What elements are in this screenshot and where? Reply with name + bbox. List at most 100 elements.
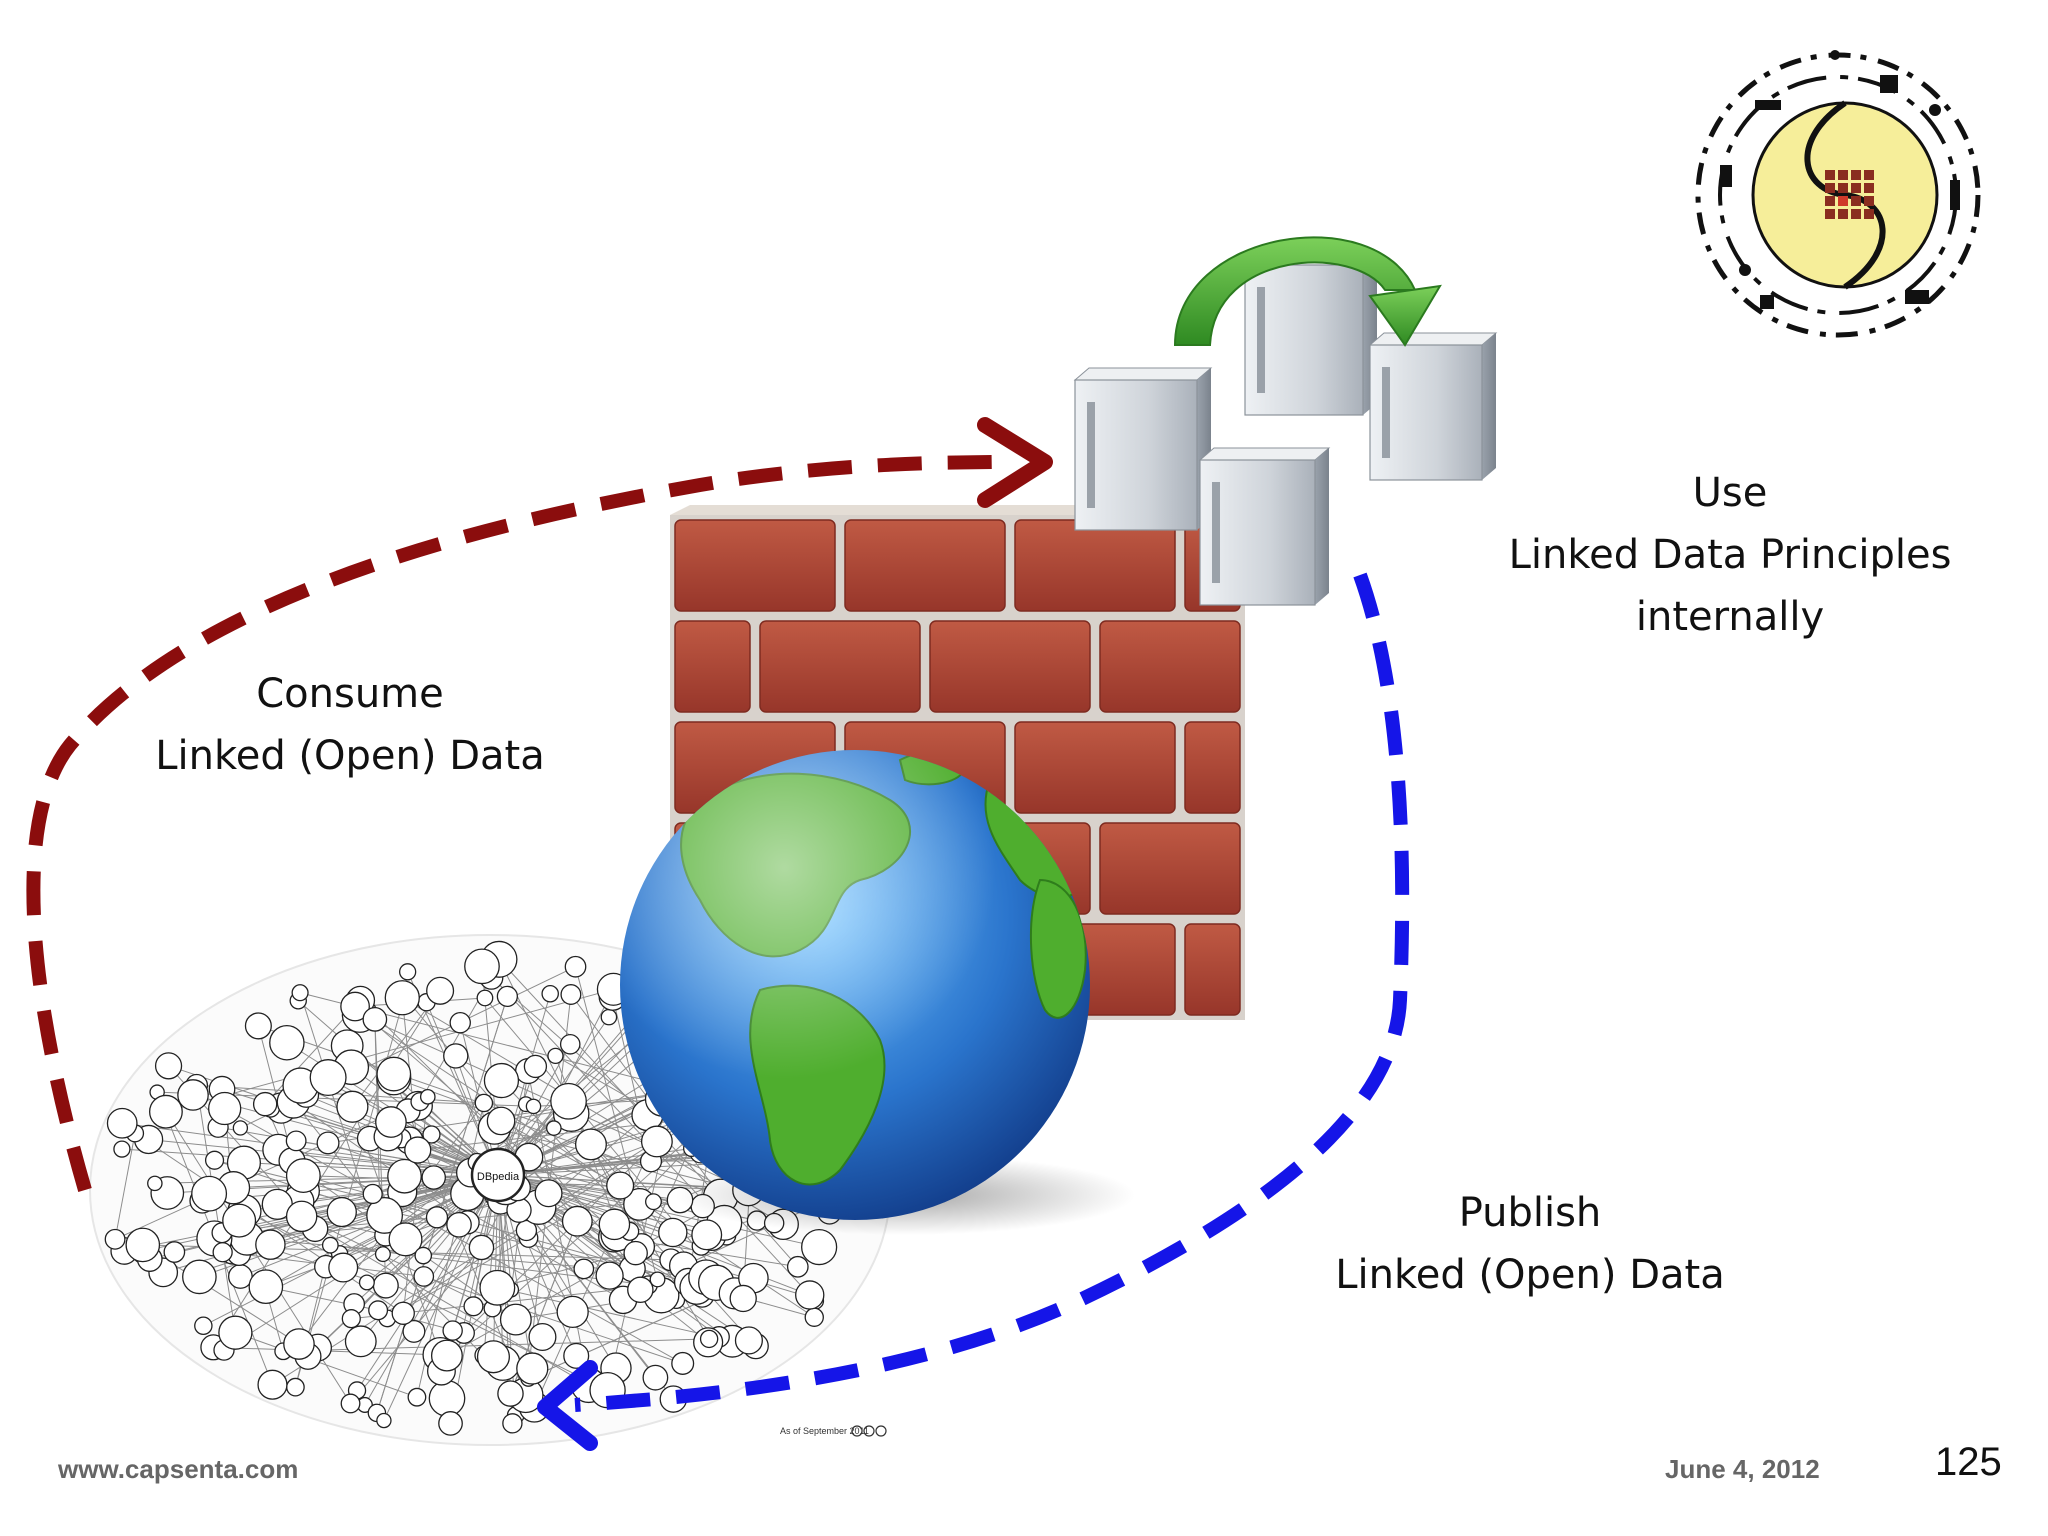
cloud-node: [402, 1319, 426, 1343]
cloud-node: [340, 991, 370, 1022]
label-use-internally: Use Linked Data Principles internally: [1470, 462, 1990, 648]
cloud-node: [257, 1369, 288, 1400]
brick: [674, 620, 751, 713]
cloud-node: [468, 1234, 495, 1261]
cloud-node: [154, 1052, 183, 1080]
cloud-node: [218, 1315, 253, 1350]
cloud-node: [595, 1261, 624, 1290]
cloud-node: [358, 1274, 375, 1291]
cloud-node: [340, 1393, 361, 1414]
cloud-node: [425, 1206, 449, 1229]
server-icon: [1073, 367, 1213, 531]
capsenta-logo: [1695, 50, 1981, 338]
cloud-node: [375, 1106, 407, 1138]
cloud-node: [534, 1179, 563, 1208]
cloud-node: [285, 1200, 318, 1233]
cloud-node: [563, 1342, 590, 1369]
footer-date: June 4, 2012: [1665, 1454, 1820, 1484]
brick: [759, 620, 921, 713]
logo-square: [1838, 170, 1848, 180]
cloud-node: [627, 1276, 654, 1304]
cloud-node: [671, 1351, 695, 1375]
cloud-node: [321, 1236, 339, 1254]
cloud-node: [541, 984, 559, 1003]
cloud-node: [573, 1258, 595, 1280]
cloud-node: [407, 1387, 427, 1407]
cloud-node: [550, 1082, 587, 1120]
cloud-node: [388, 1222, 423, 1257]
cloud-node: [106, 1107, 138, 1139]
cloud-node: [640, 1125, 673, 1158]
cloud-node: [208, 1091, 242, 1126]
cloud-node: [699, 1329, 719, 1349]
cloud-node: [194, 1316, 213, 1336]
cloud-node: [366, 1197, 404, 1234]
logo-square: [1864, 196, 1874, 206]
cloud-node: [795, 1280, 825, 1310]
cloud-node: [291, 984, 309, 1002]
cloud-center-node: DBpedia: [477, 1171, 520, 1183]
brick: [1014, 519, 1176, 612]
cloud-node: [546, 1120, 562, 1136]
cloud-node: [442, 1320, 463, 1341]
cloud-node: [182, 1259, 217, 1295]
publish-arrow: [537, 572, 1410, 1451]
logo-square: [1825, 196, 1835, 206]
cloud-node: [502, 1413, 523, 1434]
brick: [674, 519, 836, 612]
cloud-node: [443, 1043, 469, 1069]
label-use-line2: Linked Data Principles: [1508, 532, 1952, 578]
label-publish: Publish Linked (Open) Data: [1290, 1182, 1770, 1306]
cloud-node: [413, 1266, 435, 1287]
logo-square: [1851, 196, 1861, 206]
cloud-node: [376, 1412, 392, 1429]
label-consume-line2: Linked (Open) Data: [155, 733, 545, 779]
cloud-node: [362, 1183, 383, 1205]
server-icon: [1243, 252, 1379, 416]
cloud-node: [691, 1219, 723, 1251]
server-icon: [1368, 332, 1498, 481]
cloud-node: [559, 1033, 581, 1055]
label-use-line1: Use: [1692, 470, 1768, 516]
globe-icon: [620, 750, 1135, 1235]
brick: [1099, 822, 1241, 915]
cloud-node: [446, 1211, 472, 1238]
cloud-node: [362, 1007, 388, 1032]
cloud-node: [464, 948, 500, 985]
cloud-node: [419, 1088, 436, 1105]
cloud-node: [309, 1059, 347, 1097]
label-publish-line2: Linked (Open) Data: [1335, 1252, 1725, 1298]
cloud-node: [228, 1264, 253, 1289]
cloud-node: [523, 1054, 548, 1079]
sync-arrow-icon: [1173, 236, 1442, 347]
logo-square: [1851, 209, 1861, 219]
cloud-node: [286, 1377, 305, 1397]
cloud-node: [316, 1131, 340, 1155]
cloud-node: [283, 1328, 315, 1360]
cloud-node: [104, 1228, 126, 1250]
cloud-node: [387, 1158, 422, 1194]
cloud-node: [476, 1340, 510, 1374]
cloud-node: [212, 1242, 233, 1263]
cloud-node: [528, 1322, 557, 1351]
cloud-node: [422, 1125, 441, 1144]
license-icon: [851, 1425, 887, 1437]
cloud-node: [125, 1227, 161, 1263]
logo-square: [1864, 183, 1874, 193]
consume-arrow: [26, 417, 1053, 1192]
cloud-node: [391, 1301, 415, 1325]
footer-url[interactable]: www.capsenta.com: [58, 1454, 299, 1484]
cloud-node: [561, 1205, 593, 1237]
cloud-node: [244, 1012, 272, 1040]
cloud-node: [163, 1241, 186, 1263]
cloud-node: [474, 1093, 494, 1113]
cloud-caption: As of September 2011: [780, 1426, 869, 1436]
cloud-node: [252, 1091, 278, 1117]
cloud-node: [564, 955, 587, 978]
label-consume-line1: Consume: [256, 671, 444, 717]
cloud-node: [248, 1269, 284, 1305]
cloud-node: [328, 1252, 359, 1283]
brick: [844, 519, 1006, 612]
cloud-node: [399, 963, 417, 981]
